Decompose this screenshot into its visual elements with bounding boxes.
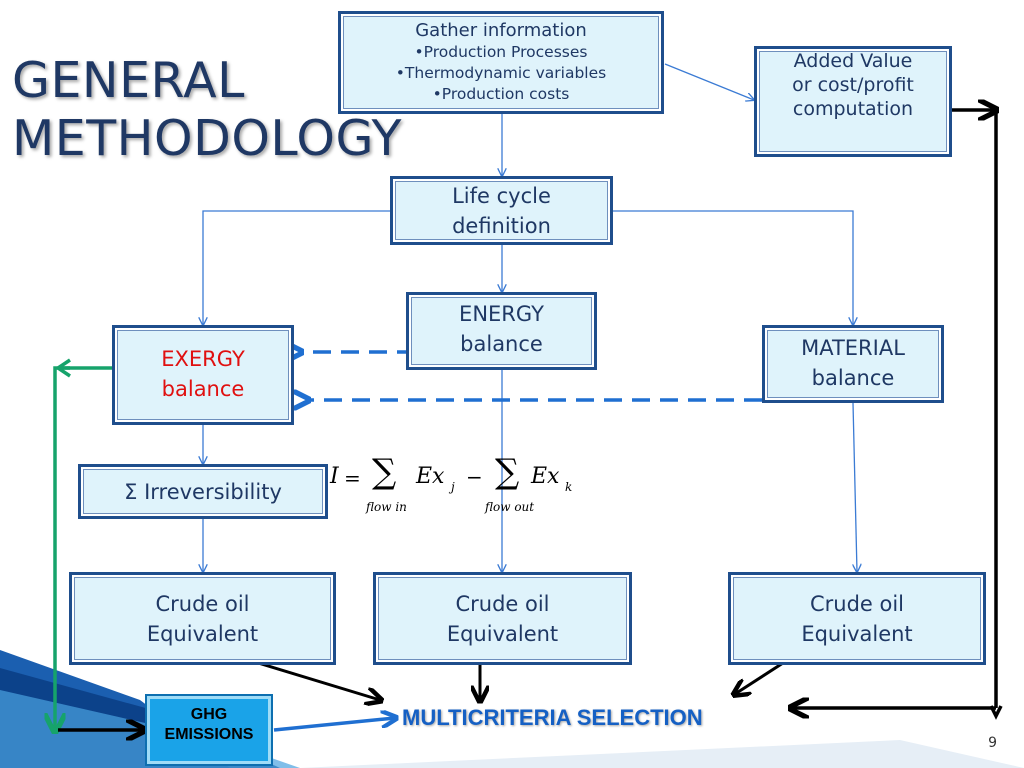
irreversibility-box: Σ Irreversibility (78, 464, 328, 519)
connector-lifecycle-to-material (613, 210, 853, 325)
slide-title: GENERAL METHODOLOGY (12, 52, 402, 168)
ghg-emissions-box: GHG EMISSIONS (145, 694, 273, 766)
material-balance-box: MATERIAL balance (762, 325, 944, 403)
formula-sigma-1: ∑ (372, 452, 397, 492)
green-arrow-exergy-to-ghg-column (55, 366, 118, 730)
formula-sigma-2: ∑ (495, 452, 520, 492)
added-value-line-1: Added Value (793, 50, 913, 72)
life-cycle-box: Life cycle definition (390, 176, 613, 245)
life-cycle-line-2: definition (452, 214, 551, 238)
crude-right-line-2: Equivalent (801, 622, 913, 646)
crude-oil-box-right: Crude oil Equivalent (728, 572, 986, 665)
gather-bullet-processes: •Production Processes (414, 43, 588, 61)
crude-oil-box-left: Crude oil Equivalent (69, 572, 336, 665)
exergy-line-2: balance (161, 377, 245, 401)
added-value-line-2: or cost/profit (792, 74, 914, 96)
sigma-symbol: Σ (124, 480, 138, 504)
formula-range-1: flow in (366, 500, 407, 514)
green-arrowhead-exergy (54, 358, 71, 378)
gather-bullet-costs: •Production costs (432, 85, 570, 103)
crude-left-line-2: Equivalent (146, 622, 259, 646)
connector-gather-to-added-value (664, 63, 754, 100)
crude-mid-line-2: Equivalent (446, 622, 559, 646)
energy-line-2: balance (460, 332, 543, 356)
title-line-2: METHODOLOGY (12, 110, 402, 167)
life-cycle-line-1: Life cycle (452, 184, 551, 208)
formula-sub-1: j (451, 480, 455, 494)
energy-line-1: ENERGY (459, 302, 544, 326)
page-number: 9 (988, 735, 997, 751)
formula-range-2: flow out (485, 500, 535, 514)
irreversibility-label: Irreversibility (144, 480, 282, 504)
exergy-line-1: EXERGY (161, 347, 245, 371)
crude-oil-box-middle: Crude oil Equivalent (373, 572, 632, 665)
material-line-2: balance (811, 366, 895, 390)
ghg-line-2: EMISSIONS (164, 726, 254, 743)
connector-material-to-crude-right (853, 402, 857, 572)
blue-arrow-ghg-to-multicriteria (273, 718, 395, 732)
multicriteria-selection-label: MULTICRITERIA SELECTION (402, 705, 703, 730)
formula-term-2: Ex (531, 464, 560, 489)
exergy-balance-box: EXERGY balance (112, 325, 294, 425)
crude-mid-line-1: Crude oil (455, 592, 550, 616)
formula-term-1: Ex (416, 464, 445, 489)
formula-equals: = (344, 466, 361, 490)
gather-information-box: Gather information •Production Processes… (338, 11, 664, 114)
crude-left-line-1: Crude oil (155, 592, 250, 616)
crude-right-line-1: Crude oil (809, 592, 905, 616)
added-value-box: Added Value or cost/profit computation (754, 46, 952, 157)
gather-heading: Gather information (415, 20, 587, 41)
title-line-1: GENERAL (12, 52, 245, 109)
formula-lhs: I (330, 464, 339, 489)
material-line-1: MATERIAL (801, 336, 905, 360)
formula-sub-2: k (565, 480, 573, 494)
bg-swoosh-gray (300, 740, 1024, 768)
energy-balance-box: ENERGY balance (406, 292, 597, 370)
connector-lifecycle-to-exergy (203, 210, 390, 325)
added-value-line-3: computation (792, 98, 914, 120)
formula-minus: − (466, 465, 483, 489)
gather-bullet-thermo: •Thermodynamic variables (395, 64, 607, 82)
ghg-line-1: GHG (190, 706, 228, 723)
irreversibility-formula: I = ∑ Ex j − ∑ Ex k flow in flow out (328, 452, 588, 518)
